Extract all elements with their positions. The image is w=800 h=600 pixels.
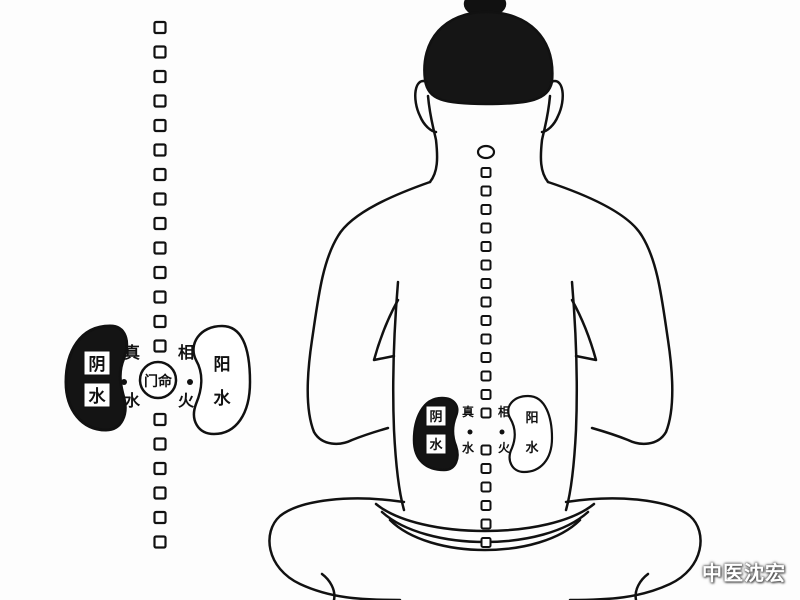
vertebra-mark	[153, 69, 167, 84]
waistband-inner	[388, 518, 582, 552]
vertebra-mark	[480, 315, 492, 326]
vertebra-mark	[480, 463, 492, 474]
vertebra-mark	[480, 204, 492, 215]
vertebra-mark	[153, 314, 167, 329]
right-elbow	[570, 298, 598, 362]
watermark-text: 中医沈宏	[702, 561, 786, 585]
body-yin-kidney: 阴 水	[412, 396, 459, 472]
vertebra-mark	[480, 389, 492, 400]
vertebra-mark	[153, 45, 167, 59]
xiang-fire-label: 火	[178, 391, 195, 410]
body-right-kidney-yang-label: 阳	[525, 411, 538, 426]
vertebra-mark	[480, 222, 492, 234]
left-kidney-yin-label: 阴	[89, 355, 106, 375]
mingmen-label: 门命	[144, 373, 173, 390]
body-left-kidney-water-label: 水	[429, 437, 443, 453]
vertebra-mark	[480, 296, 492, 308]
vertebra-mark	[153, 241, 167, 255]
zhen-label: 真	[124, 343, 140, 362]
left-mingmen-group: 门命 真 水 相 火	[121, 343, 195, 410]
vertebra-mark	[153, 290, 167, 304]
right-foot	[634, 572, 650, 600]
vertebra-mark	[480, 259, 492, 271]
body-xiang-fire-label: 火	[498, 441, 511, 455]
body-mingmen-group: 真 水 相 火	[462, 404, 511, 455]
vertebra-mark	[480, 444, 492, 456]
vertebra-mark	[480, 481, 492, 493]
left-yang-kidney: 阳 水	[192, 324, 252, 436]
vertebra-mark	[153, 20, 167, 35]
vertebra-mark	[153, 461, 167, 476]
right-leg	[564, 497, 702, 600]
vertebra-mark	[153, 167, 167, 182]
vertebra-mark	[153, 216, 167, 231]
vertebra-mark	[153, 510, 167, 525]
torso-right	[564, 280, 579, 512]
right-kidney-yang-label: 阳	[214, 355, 231, 375]
vertebra-mark	[153, 339, 167, 353]
vertebra-mark	[480, 500, 492, 511]
mingmen-circle	[138, 360, 178, 400]
right-ear	[540, 79, 564, 134]
vertebra-mark	[480, 241, 492, 252]
left-spine-column	[153, 20, 167, 549]
vertebra-mark	[153, 412, 167, 427]
body-right-kidney-water-label: 水	[525, 440, 539, 456]
zhen-water-label: 水	[124, 391, 141, 410]
vertebra-mark	[153, 118, 167, 133]
vertebra-mark	[480, 185, 492, 197]
waistband-outer	[374, 502, 596, 533]
body-spine-column	[480, 167, 492, 548]
body-left-dot	[467, 429, 473, 435]
vertebra-mark	[153, 437, 167, 451]
left-arm-outline	[306, 180, 432, 446]
body-left-kidney-yin-label: 阴	[429, 410, 442, 425]
right-kidney-water-label: 水	[214, 388, 232, 409]
left-yin-kidney: 阴 水	[64, 324, 129, 432]
body-zhen-water-label: 水	[462, 440, 475, 455]
body-yang-kidney: 阳 水	[507, 394, 554, 474]
neck-right	[539, 94, 552, 184]
left-ear	[414, 79, 438, 134]
neck-left	[426, 94, 439, 184]
body-zhen-label: 真	[462, 404, 474, 419]
left-leg	[268, 497, 406, 600]
left-kidney-water-label: 水	[89, 386, 107, 407]
vertebra-mark	[153, 143, 167, 157]
vertebra-mark	[153, 535, 167, 549]
vertebra-mark	[480, 537, 492, 548]
vertebra-mark	[480, 167, 492, 178]
vertebra-mark	[480, 370, 492, 382]
right-dot	[187, 379, 193, 385]
left-foot	[320, 572, 336, 600]
vertebra-mark	[480, 352, 492, 363]
spine-top-marker	[476, 144, 496, 160]
hair	[423, 10, 554, 106]
vertebra-mark	[480, 278, 492, 289]
vertebra-mark	[480, 407, 492, 419]
seated-figure	[268, 0, 702, 600]
xiang-label: 相	[178, 343, 194, 362]
vertebra-mark	[153, 486, 167, 500]
vertebra-mark	[480, 333, 492, 345]
body-right-dot	[499, 429, 505, 435]
body-xiang-label: 相	[498, 404, 510, 419]
vertebra-mark	[153, 94, 167, 108]
left-elbow	[372, 298, 400, 362]
left-dot	[121, 379, 127, 385]
right-arm-outline	[546, 180, 674, 446]
vertebra-mark	[153, 265, 167, 280]
torso-left	[391, 280, 406, 512]
vertebra-mark	[153, 192, 167, 206]
vertebra-mark	[480, 518, 492, 530]
